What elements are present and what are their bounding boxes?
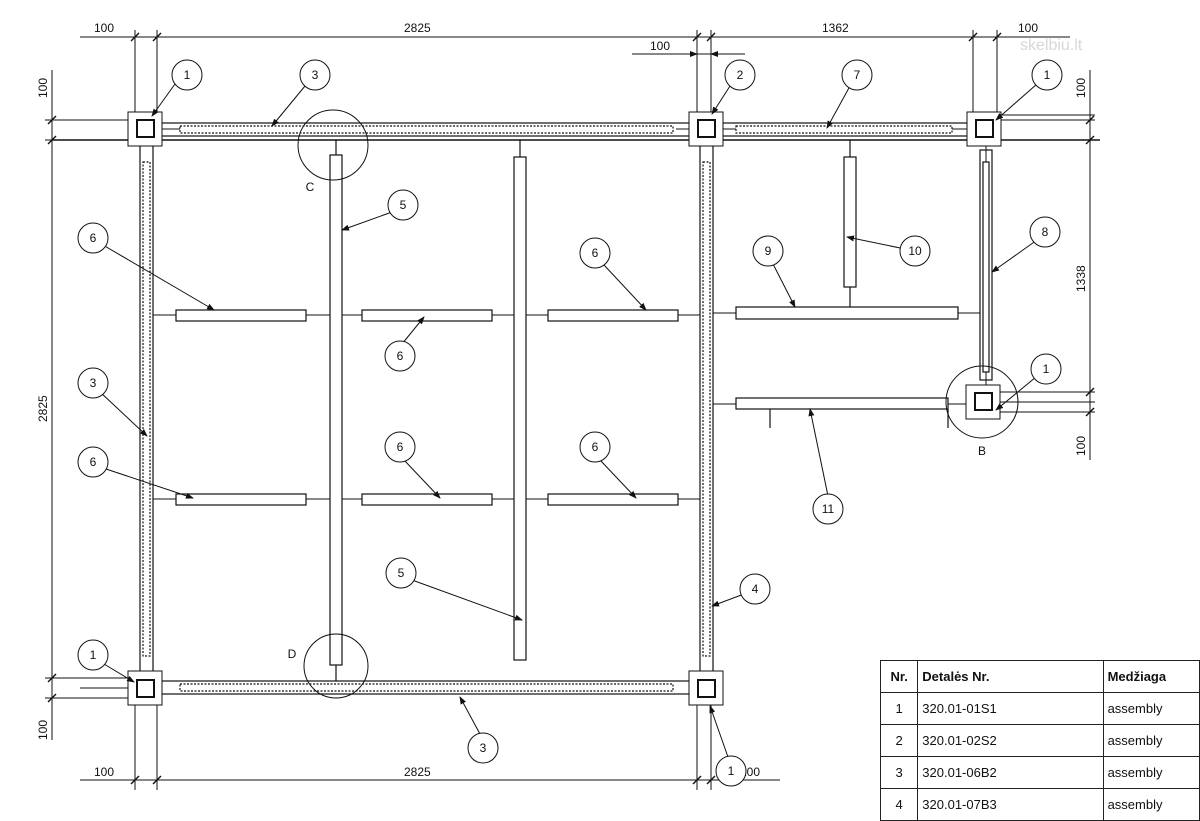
table-row: 2 320.01-02S2 assembly	[879, 724, 1200, 757]
parts-table: Nr. Detalės Nr. Medžiaga 1 320.01-01S1 a…	[879, 660, 1200, 821]
dim-top-main: 2825	[404, 21, 431, 35]
dim-bottom-left-offset: 100	[94, 765, 114, 779]
callout-1-bottom-mid: 1	[728, 764, 735, 778]
callout-1-top-left: 1	[184, 68, 191, 82]
callout-11: 11	[822, 502, 835, 516]
callout-3-top: 3	[312, 68, 319, 82]
interior-beams	[175, 140, 959, 681]
row-material: assembly	[1102, 788, 1200, 821]
callout-6-mid-upper: 6	[397, 349, 404, 363]
leader-lines	[99, 83, 1038, 758]
row-part-no: 320.01-01S1	[917, 692, 1104, 725]
dim-right-span: 1338	[1074, 265, 1088, 292]
row-part-no: 320.01-02S2	[917, 724, 1104, 757]
callout-3-left: 3	[90, 376, 97, 390]
watermark-text: skelbiu.lt	[1020, 37, 1083, 54]
row-material: assembly	[1102, 724, 1200, 757]
callout-3-bottom: 3	[480, 741, 487, 755]
row-nr: 1	[879, 692, 919, 725]
table-row: 4 320.01-07B3 assembly	[879, 788, 1200, 821]
callout-6-mid-lower: 6	[397, 440, 404, 454]
callout-10: 10	[908, 244, 922, 258]
beam-connectors	[153, 128, 987, 500]
callout-6-right-lower: 6	[592, 440, 599, 454]
callout-8: 8	[1042, 225, 1049, 239]
header-part-no: Detalės Nr.	[917, 660, 1104, 693]
parts-table-header-row: Nr. Detalės Nr. Medžiaga	[879, 660, 1200, 693]
dim-right-bottom-offset: 100	[1074, 436, 1088, 456]
frame-plan-drawing: skelbiu.lt	[36, 21, 1100, 790]
callout-7-top: 7	[854, 68, 861, 82]
callout-4: 4	[752, 582, 759, 596]
dim-left-main: 2825	[36, 395, 50, 422]
row-nr: 4	[879, 788, 919, 821]
dim-top-inner-offset: 100	[650, 39, 670, 53]
detail-label-c: C	[306, 180, 315, 194]
dim-right-top-offset: 100	[1074, 78, 1088, 98]
grid-lines	[52, 114, 1100, 689]
callout-5-upper: 5	[400, 198, 407, 212]
dim-left-top-offset: 100	[36, 78, 50, 98]
row-nr: 3	[879, 756, 919, 789]
dim-top-left-offset: 100	[94, 21, 114, 35]
detail-label-b: B	[978, 444, 986, 458]
dim-bottom-main: 2825	[404, 765, 431, 779]
callout-1-right-mid: 1	[1043, 362, 1050, 376]
callout-6-left-lower: 6	[90, 455, 97, 469]
row-material: assembly	[1102, 756, 1200, 789]
row-nr: 2	[879, 724, 919, 757]
detail-label-d: D	[288, 647, 297, 661]
row-part-no: 320.01-06B2	[917, 756, 1104, 789]
table-row: 1 320.01-01S1 assembly	[879, 692, 1200, 725]
table-row: 3 320.01-06B2 assembly	[879, 756, 1200, 789]
dim-top-right-offset: 100	[1018, 21, 1038, 35]
callout-5-lower: 5	[398, 566, 405, 580]
detail-circles	[297, 109, 1019, 699]
dim-left-bottom-offset: 100	[36, 720, 50, 740]
callout-1-top-right: 1	[1044, 68, 1051, 82]
row-part-no: 320.01-07B3	[917, 788, 1104, 821]
row-material: assembly	[1102, 692, 1200, 725]
callout-6-left-upper: 6	[90, 231, 97, 245]
callout-6-right-upper: 6	[592, 246, 599, 260]
callout-1-bottom-left: 1	[90, 648, 97, 662]
callout-2-top: 2	[737, 68, 744, 82]
dimension-lines	[45, 30, 1095, 790]
header-material: Medžiaga	[1102, 660, 1200, 693]
header-nr: Nr.	[879, 660, 919, 693]
callout-9: 9	[765, 244, 772, 258]
dim-top-right-span: 1362	[822, 21, 849, 35]
callout-bubbles: 1 3 2 7 1 5 6 6 9 10 8 6 3 1 6 6 6 11 5 …	[77, 59, 1063, 787]
